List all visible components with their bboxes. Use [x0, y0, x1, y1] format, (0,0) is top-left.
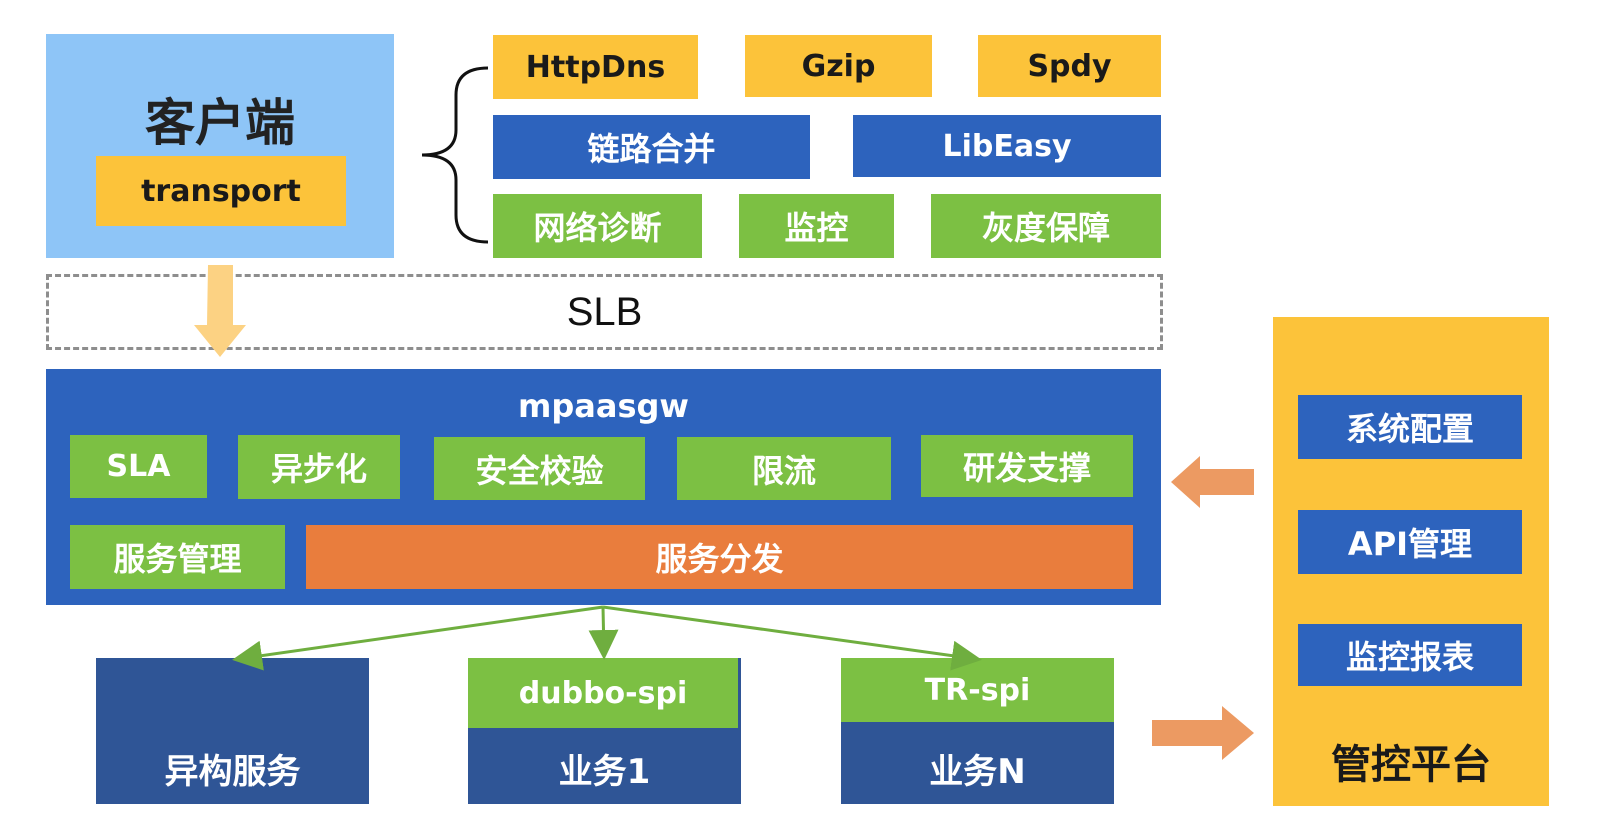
- sla-box: SLA: [70, 435, 207, 498]
- system-config-box: 系统配置: [1298, 395, 1522, 459]
- curly-brace: [421, 66, 489, 244]
- api-management-box: API管理: [1298, 510, 1522, 574]
- client-title: 客户端: [145, 94, 295, 152]
- rd-support-box: 研发支撑: [921, 435, 1133, 497]
- down-arrow: [194, 265, 246, 357]
- network-diagnosis-box: 网络诊断: [493, 194, 702, 258]
- client-panel: 客户端 transport: [46, 34, 394, 258]
- link-merge-box: 链路合并: [493, 115, 810, 179]
- httpdns-box: HttpDns: [493, 35, 698, 99]
- connector-hetero: [232, 605, 604, 671]
- slb-label: SLB: [566, 289, 643, 334]
- connector-tr: [602, 605, 982, 671]
- dubbo-spi-box: dubbo-spi: [468, 658, 738, 728]
- rate-limit-box: 限流: [677, 437, 891, 500]
- libeasy-box: LibEasy: [853, 115, 1161, 177]
- async-box: 异步化: [238, 435, 400, 499]
- service-dispatch-box: 服务分发: [306, 525, 1133, 589]
- monitoring-report-box: 监控报表: [1298, 624, 1522, 686]
- biz1-label: 业务1: [558, 752, 651, 792]
- gray-release-box: 灰度保障: [931, 194, 1161, 258]
- bizn-label: 业务N: [929, 752, 1026, 792]
- spdy-box: Spdy: [978, 35, 1161, 97]
- connector-dubbo: [588, 606, 619, 660]
- security-check-box: 安全校验: [434, 437, 645, 500]
- hetero-service-label: 异构服务: [164, 752, 301, 792]
- transport-box: transport: [96, 156, 346, 226]
- control-platform-title: 管控平台: [1331, 742, 1491, 788]
- service-management-box: 服务管理: [70, 525, 285, 589]
- gateway-title: mpaasgw: [518, 387, 689, 425]
- hetero-service-box: 异构服务: [96, 658, 369, 804]
- monitoring-box: 监控: [739, 194, 894, 258]
- gzip-box: Gzip: [745, 35, 932, 97]
- left-arrow-icon: [1171, 456, 1254, 508]
- right-arrow-icon: [1152, 706, 1254, 760]
